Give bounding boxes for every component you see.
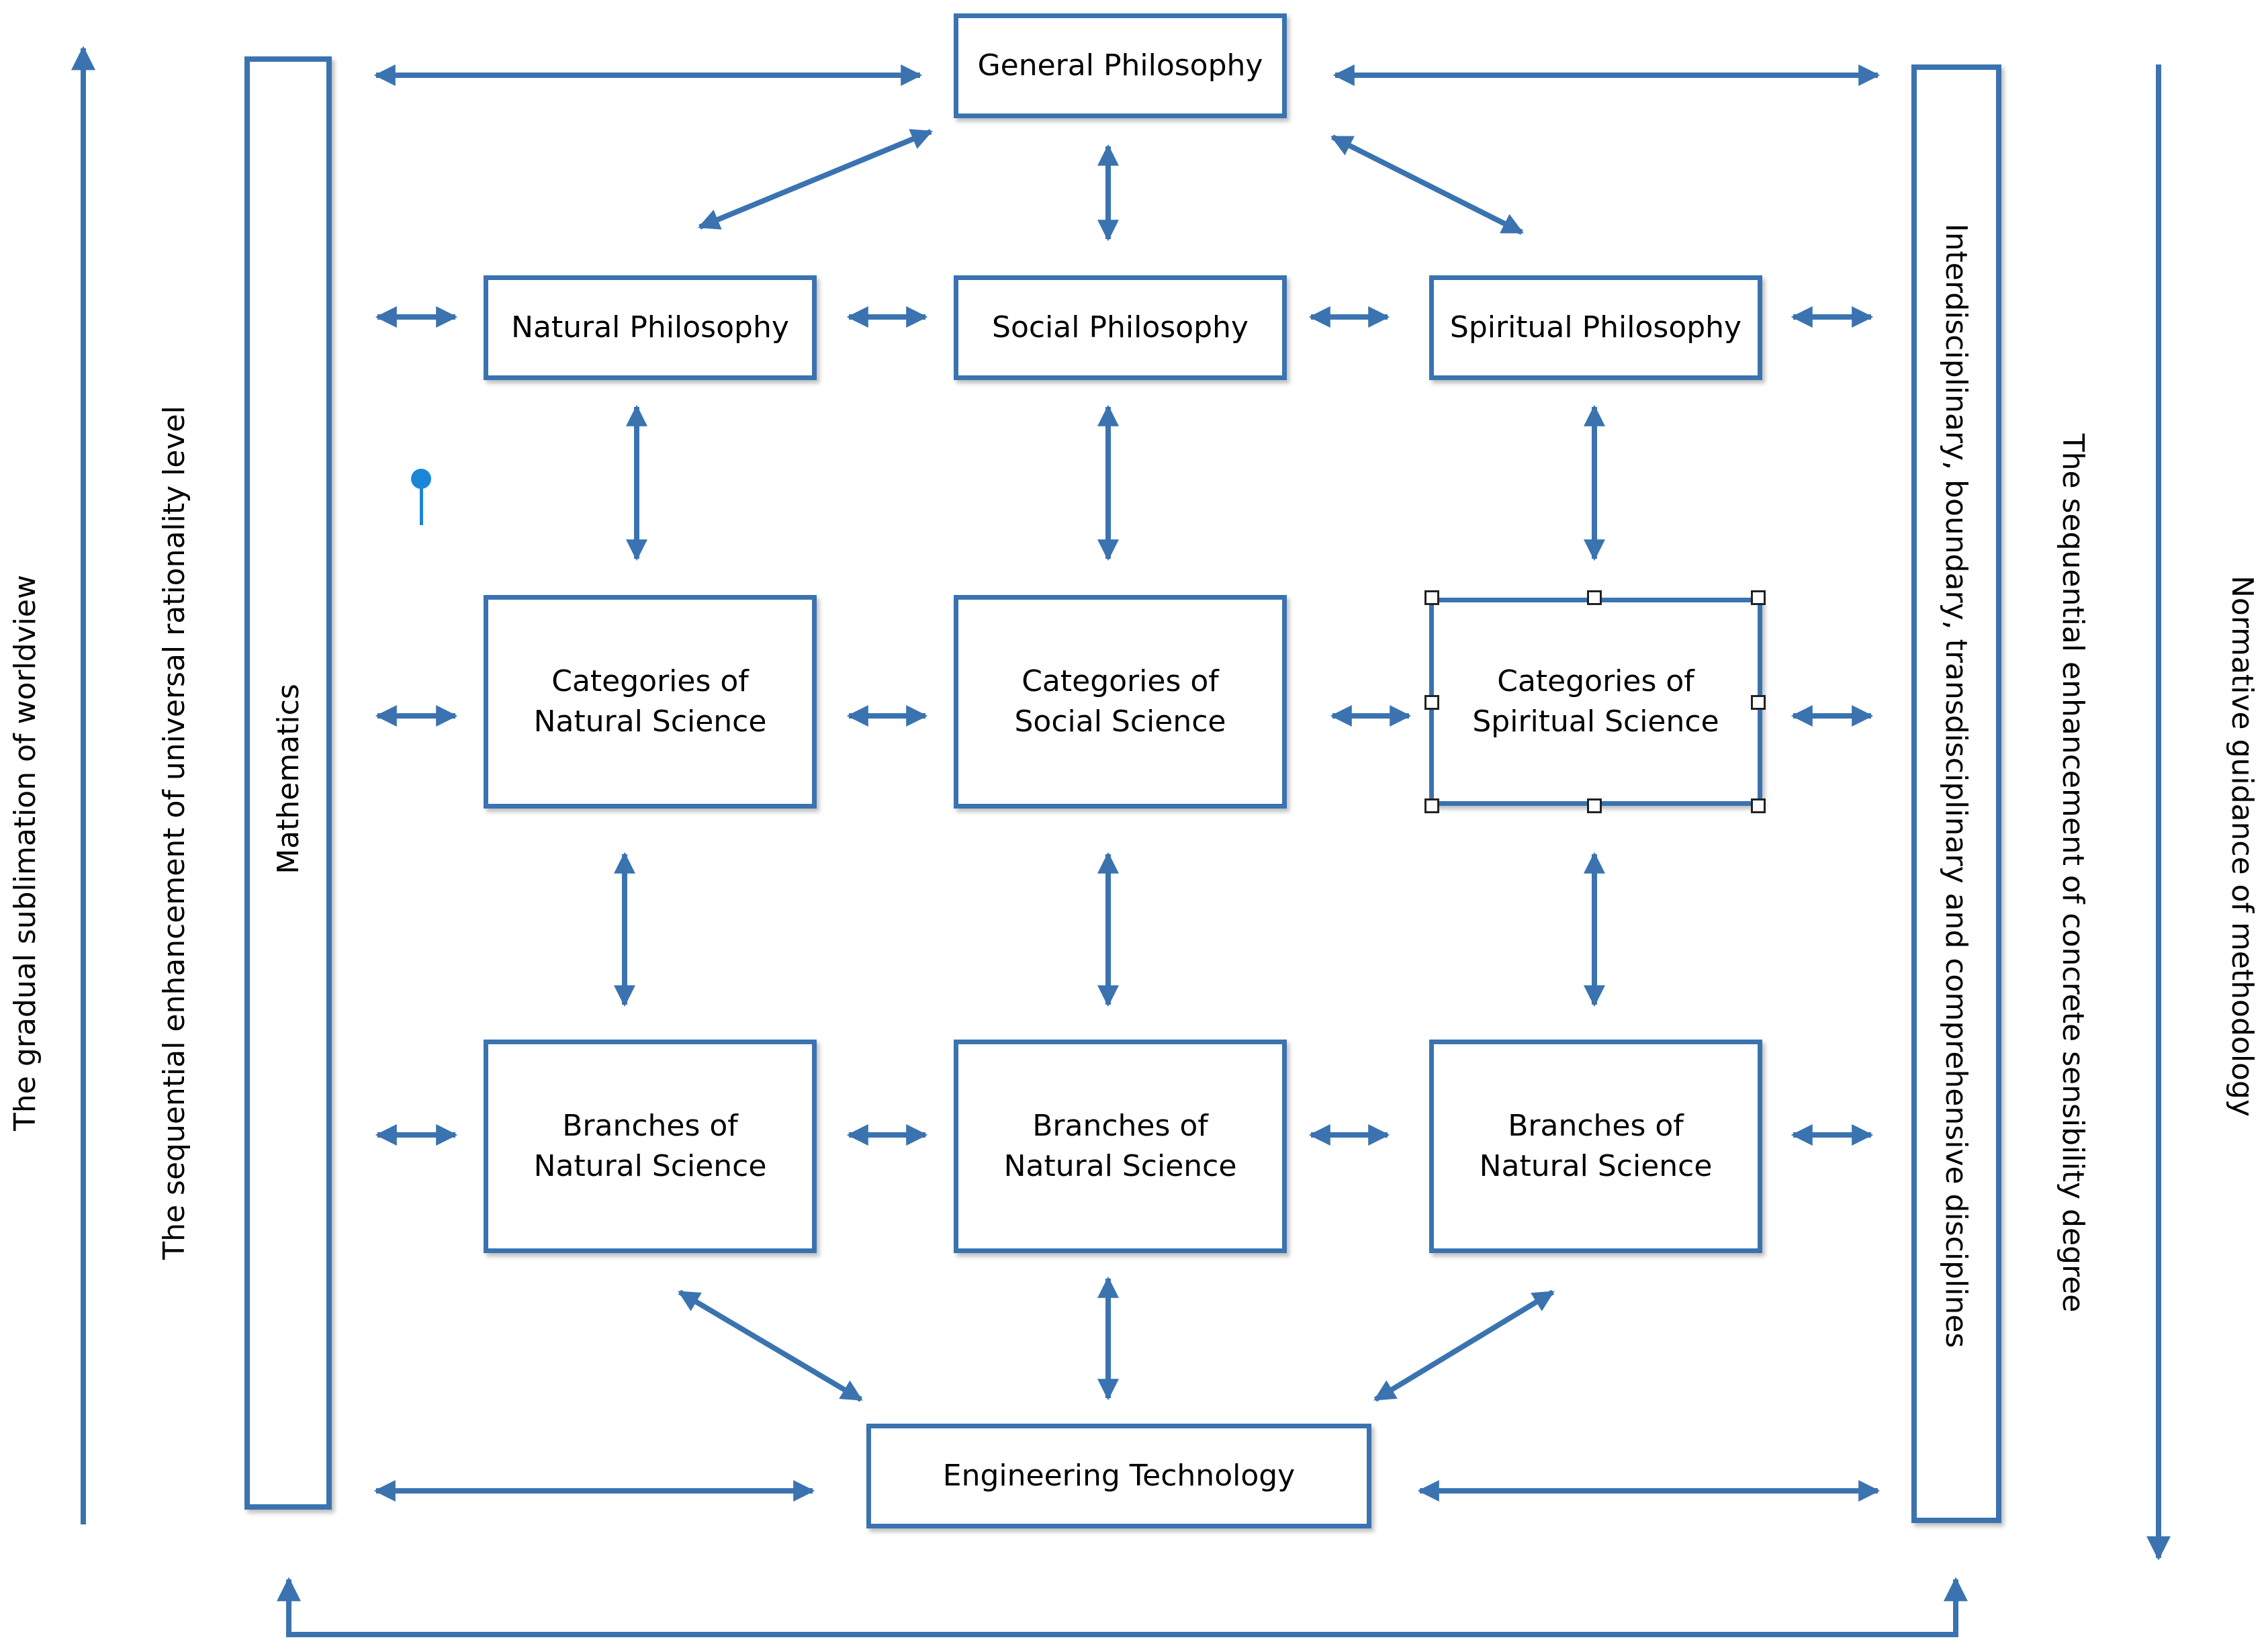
branches-natural-science-box-1[interactable]: Branches of Natural Science [484,1040,817,1253]
selection-handle-bl[interactable] [1424,798,1439,813]
social-philosophy-box[interactable]: Social Philosophy [954,275,1287,380]
mathematics-label: Mathematics [271,684,306,874]
selection-handle-tl[interactable] [1424,590,1439,605]
general-to-spiritual-arrow [1330,134,1524,235]
selection-handle-ml[interactable] [1424,695,1439,710]
natural-philosophy-box[interactable]: Natural Philosophy [484,275,817,380]
branches-natural-science-box-2[interactable]: Branches of Natural Science [954,1040,1287,1253]
general-philosophy-box[interactable]: General Philosophy [954,13,1287,118]
rationality-label: The sequential enhancement of universal … [157,406,191,1260]
engineering-technology-box[interactable]: Engineering Technology [866,1424,1371,1528]
general-to-natural-arrow [698,129,933,230]
selection-handle-tm[interactable] [1587,590,1602,605]
sensibility-label: The sequential enhancement of concrete s… [2056,433,2090,1313]
worldview-label: The gradual sublimation of worldview [8,575,42,1131]
branches-natural-science-box-3[interactable]: Branches of Natural Science [1429,1040,1762,1253]
bottom-bracket-arrow [277,1577,1968,1637]
spiritual-philosophy-box[interactable]: Spiritual Philosophy [1429,275,1762,380]
interdisciplinary-label: Interdisciplinary, boundary, transdiscip… [1939,223,1973,1348]
categories-social-science-box[interactable]: Categories of Social Science [954,595,1287,809]
selection-handle-bm[interactable] [1587,798,1602,813]
br3-eng-arrow [1373,1289,1555,1402]
interdisciplinary-bar [1911,64,2001,1523]
br1-eng-arrow [678,1289,863,1402]
categories-spiritual-science-box[interactable]: Categories of Spiritual Science [1429,598,1762,806]
mathematics-bar [244,56,332,1510]
location-pin-icon[interactable] [411,469,433,529]
selection-handle-br[interactable] [1751,798,1766,813]
selection-handle-tr[interactable] [1751,590,1766,605]
methodology-label: Normative guidance of methodology [2225,576,2259,1117]
categories-natural-science-box[interactable]: Categories of Natural Science [484,595,817,809]
selection-handle-mr[interactable] [1751,695,1766,710]
